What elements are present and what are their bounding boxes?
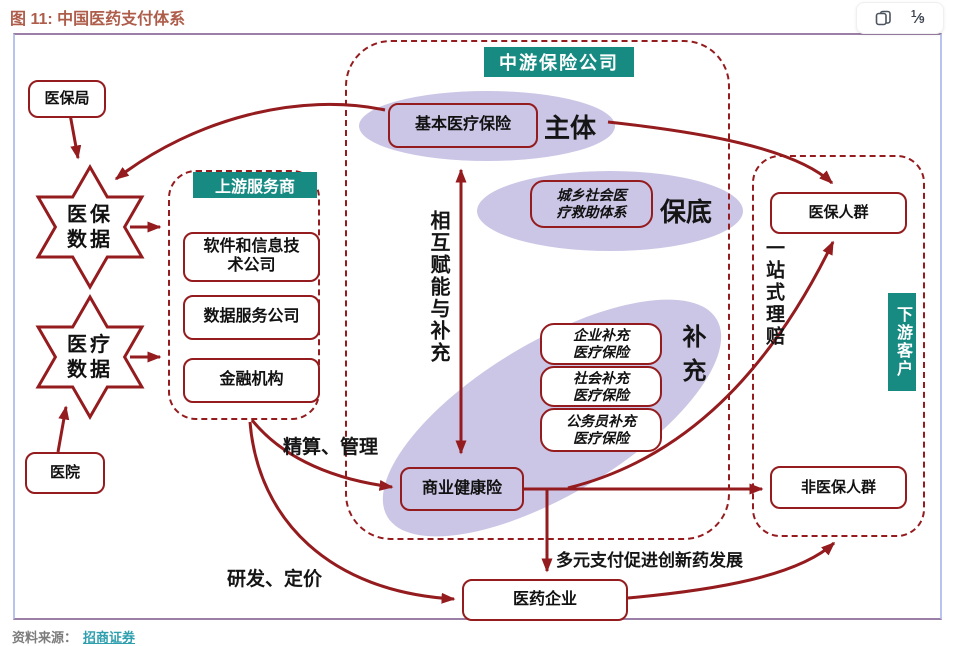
actuarial-management-label: 精算、管理 [283,437,379,458]
one-stop-claim-label: 一站式理赔 [763,238,784,348]
viewer-toolbar: 1⁄9 [856,2,944,34]
source-line: 资料来源： 招商证券 [12,627,135,646]
node-insured-population: 医保人群 [770,192,907,234]
insurance-data-star-label: 医保数据 [67,204,113,251]
medical-data-star-label: 医疗数据 [67,334,113,381]
node-uninsured-population: 非医保人群 [770,466,907,509]
node-commercial-health-insurance: 商业健康险 [400,467,524,511]
midstream-label: 中游保险公司 [484,47,634,77]
rnd-pricing-label: 研发、定价 [227,569,323,590]
multi-payment-label: 多元支付促进创新药发展 [556,551,743,570]
main-body-tag: 主体 [544,113,597,143]
node-medical-insurance-bureau: 医保局 [28,80,106,118]
node-financial-institution: 金融机构 [183,358,320,403]
source-link[interactable]: 招商证券 [83,630,136,645]
downstream-label: 下游客户 [888,293,916,391]
figure-title: 图 11: 中国医药支付体系 [10,11,186,28]
source-prefix: 资料来源： [12,630,78,645]
node-social-supplement: 社会补充医疗保险 [540,366,662,407]
node-data-service-company: 数据服务公司 [183,295,320,340]
node-enterprise-supplement: 企业补充医疗保险 [540,323,662,365]
supplement-tag: 补充 [678,324,705,392]
node-pharma-company: 医药企业 [462,579,628,621]
node-basic-medical-insurance: 基本医疗保险 [388,103,538,148]
node-civil-servant-supplement: 公务员补充医疗保险 [540,408,662,452]
upstream-label: 上游服务商 [193,172,317,198]
page-indicator[interactable]: 1⁄9 [910,9,925,27]
node-software-company: 软件和信息技术公司 [183,232,320,282]
mutual-empowerment-label: 相互赋能与补充 [427,210,449,364]
floor-tag: 保底 [660,197,713,227]
node-hospital: 医院 [25,452,105,494]
copy-pages-icon[interactable] [875,10,892,26]
node-rural-social-aid: 城乡社会医疗救助体系 [530,180,653,228]
